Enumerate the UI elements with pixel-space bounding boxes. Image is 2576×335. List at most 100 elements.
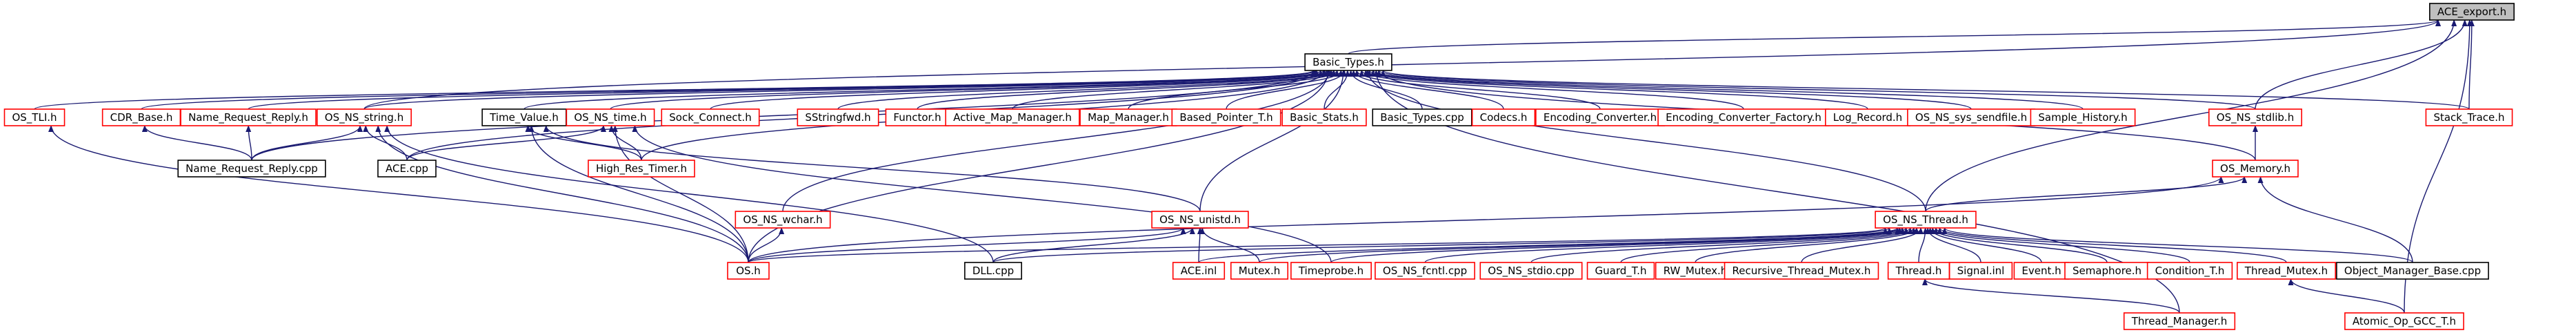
edge-atomic-op-gcc-to-thread-mutex [2288,278,2405,314]
node-label: OS.h [736,265,761,277]
node-cdr-base[interactable]: CDR_Base.h [101,108,181,126]
node-label: Signal.inl [1957,265,2005,277]
edge-rw-mutex-to-os-ns-thread [1695,227,1919,263]
edge-os-h-to-os-ns-thread [748,227,1888,263]
node-thread-h[interactable]: Thread.h [1887,262,1950,280]
edge-dll-cpp-to-os-ns-string [384,125,994,263]
node-encoding-converter[interactable]: Encoding_Converter.h [1535,108,1665,126]
edge-name-request-reply-cpp-to-name-request-reply-h [246,125,252,161]
edge-event-h-to-os-ns-thread [1927,227,2042,263]
node-label: Based_Pointer_T.h [1179,111,1272,124]
node-os-ns-thread[interactable]: OS_NS_Thread.h [1875,211,1977,229]
edge-os-ns-string-to-basic-types [363,70,1318,110]
edge-thread-h-to-os-ns-thread [1918,227,1928,263]
node-os-ns-stdlib[interactable]: OS_NS_stdlib.h [2208,108,2303,126]
edge-condition-t-to-os-ns-thread [1933,227,2190,263]
edge-sample-history-to-basic-types [1370,70,2084,110]
node-label: Encoding_Converter.h [1544,111,1657,124]
node-os-ns-fcntl-cpp[interactable]: OS_NS_fcntl.cpp [1375,262,1475,280]
node-functor[interactable]: Functor.h [885,108,950,126]
node-recursive-thread-mutex[interactable]: Recursive_Thread_Mutex.h [1724,262,1879,280]
node-os-ns-string[interactable]: OS_NS_string.h [316,108,412,126]
edge-signal-inl-to-os-ns-thread [1925,227,1981,263]
node-label: Timeprobe.h [1298,265,1364,277]
node-label: Atomic_Op_GCC_T.h [2353,315,2456,328]
node-os-ns-wchar[interactable]: OS_NS_wchar.h [735,211,831,229]
edge-stack-trace-to-basic-types [1380,70,2470,110]
node-codecs[interactable]: Codecs.h [1471,108,1536,126]
edge-high-res-timer-to-time-value [525,125,642,161]
node-label: OS_NS_sys_sendfile.h [1915,111,2027,124]
node-name-request-reply-cpp[interactable]: Name_Request_Reply.cpp [177,160,326,178]
node-atomic-op-gcc[interactable]: Atomic_Op_GCC_T.h [2344,312,2464,330]
node-timeprobe[interactable]: Timeprobe.h [1290,262,1372,280]
edge-os-ns-unistd-to-time-value [543,125,1201,212]
edge-timeprobe-to-os-ns-thread [1330,227,1906,263]
node-active-map-manager[interactable]: Active_Map_Manager.h [945,108,1080,126]
node-based-pointer-t[interactable]: Based_Pointer_T.h [1171,108,1281,126]
node-label: Time_Value.h [489,111,559,124]
node-os-h[interactable]: OS.h [727,262,770,280]
node-time-value[interactable]: Time_Value.h [481,108,567,126]
node-sock-connect[interactable]: Sock_Connect.h [661,108,760,126]
node-semaphore[interactable]: Semaphore.h [2064,262,2150,280]
node-dll-cpp[interactable]: DLL.cpp [964,262,1022,280]
edge-os-ns-unistd-to-basic-types [1199,70,1346,212]
node-os-memory[interactable]: OS_Memory.h [2212,160,2299,178]
node-os-tli[interactable]: OS_TLI.h [3,108,66,126]
node-os-ns-time[interactable]: OS_NS_time.h [566,108,655,126]
node-signal-inl[interactable]: Signal.inl [1948,262,2013,280]
node-basic-types-cpp[interactable]: Basic_Types.cpp [1372,108,1472,126]
node-sample-history[interactable]: Sample_History.h [2030,108,2136,126]
node-stack-trace[interactable]: Stack_Trace.h [2425,108,2513,126]
node-ace-cpp[interactable]: ACE.cpp [377,160,437,178]
node-label: OS_Memory.h [2220,162,2290,175]
node-thread-manager[interactable]: Thread_Manager.h [2123,312,2236,330]
node-os-ns-sys-sendfile[interactable]: OS_NS_sys_sendfile.h [1907,108,2035,126]
node-label: Thread_Mutex.h [2244,265,2328,278]
node-event-h[interactable]: Event.h [2013,262,2070,280]
node-ace-export[interactable]: ACE_export.h [2429,3,2515,21]
node-object-manager-base[interactable]: Object_Manager_Base.cpp [2336,262,2489,280]
node-log-record[interactable]: Log_Record.h [1824,108,1911,126]
node-os-ns-stdio-cpp[interactable]: OS_NS_stdio.cpp [1479,262,1583,280]
edge-os-h-to-os-ns-wchar [748,227,785,263]
node-label: OS_TLI.h [12,111,57,124]
edge-name-request-reply-cpp-to-cdr-base [141,125,252,161]
node-label: OS_NS_stdio.cpp [1488,265,1574,278]
node-label: Basic_Stats.h [1290,111,1359,124]
node-label: OS_NS_fcntl.cpp [1383,265,1467,278]
node-label: Encoding_Converter_Factory.h [1666,111,1821,124]
node-mutex[interactable]: Mutex.h [1230,262,1289,280]
node-label: SStringfwd.h [805,111,870,124]
node-label: OS_NS_Thread.h [1883,213,1968,227]
edge-sock-connect-to-basic-types [710,70,1330,110]
edge-os-h-to-os-ns-time [612,125,749,263]
node-encoding-converter-factory[interactable]: Encoding_Converter_Factory.h [1657,108,1830,126]
edge-basic-stats-to-basic-types [1324,70,1350,110]
node-label: Condition_T.h [2155,265,2225,278]
node-basic-types[interactable]: Basic_Types.h [1304,53,1392,71]
node-sstringfwd[interactable]: SStringfwd.h [797,108,879,126]
node-guard-t[interactable]: Guard_T.h [1586,262,1655,280]
node-label: Functor.h [893,111,941,124]
edge-log-record-to-basic-types [1363,70,1868,110]
node-label: Map_Manager.h [1088,111,1169,124]
edge-functor-to-basic-types [917,70,1337,110]
node-thread-mutex[interactable]: Thread_Mutex.h [2236,262,2337,280]
node-ace-inl[interactable]: ACE.inl [1172,262,1226,280]
node-label: Sock_Connect.h [669,111,751,124]
node-condition-t[interactable]: Condition_T.h [2146,262,2233,280]
node-label: ACE_export.h [2437,6,2506,19]
edge-thread-mutex-to-os-ns-thread [1937,227,2287,263]
node-basic-stats[interactable]: Basic_Stats.h [1281,108,1367,126]
node-os-ns-unistd[interactable]: OS_NS_unistd.h [1151,211,1249,229]
edge-high-res-timer-to-os-ns-time [608,125,642,161]
node-name-request-reply-h[interactable]: Name_Request_Reply.h [180,108,317,126]
edge-basic-types-to-ace-export [1348,19,2441,55]
node-rw-mutex[interactable]: RW_Mutex.h [1655,262,1736,280]
node-map-manager[interactable]: Map_Manager.h [1079,108,1177,126]
edge-os-ns-thread-to-ace-export [1925,19,2457,212]
node-high-res-timer[interactable]: High_Res_Timer.h [588,160,695,178]
